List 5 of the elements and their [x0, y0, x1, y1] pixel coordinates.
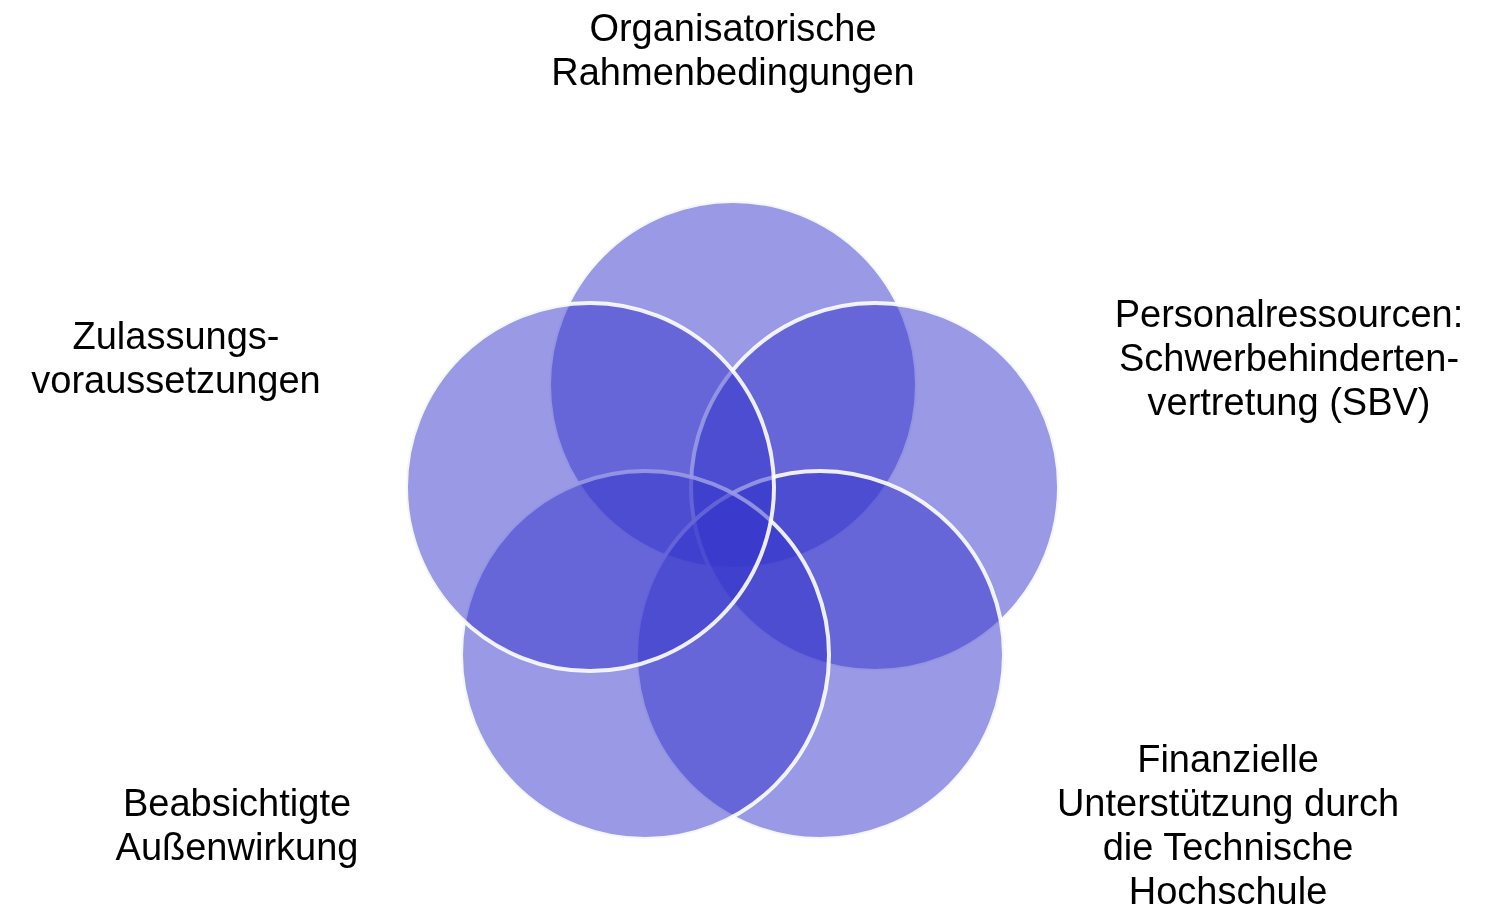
- circle-label: Zulassungs- voraussetzungen: [30, 314, 322, 402]
- circle-label: Beabsichtigte Außenwirkung: [114, 781, 360, 869]
- circle-label: Finanzielle Unterstützung durch die Technische Hochschule: [1055, 737, 1401, 909]
- circle-label: Organisatorische Rahmenbedingungen: [550, 6, 916, 94]
- circle-label: Personalressourcen: Schwerbehinderten- vertretung (SBV): [1113, 292, 1465, 424]
